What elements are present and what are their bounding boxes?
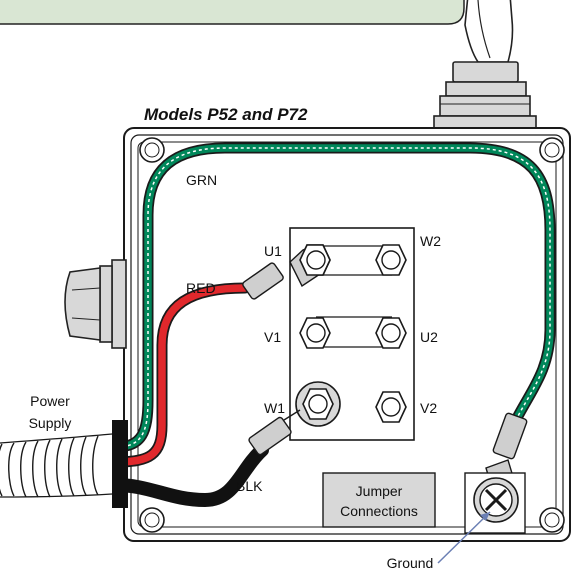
- ground-screw-icon: [464, 472, 526, 534]
- corner-screw-icon: [539, 137, 565, 163]
- side-cable-gland: [64, 259, 127, 349]
- jumper-line1: Jumper: [356, 483, 403, 499]
- top-cable-gland: [433, 0, 537, 129]
- terminal-nut-v1: [299, 317, 331, 349]
- label-w1: W1: [264, 400, 285, 416]
- ground-arrow-head: [480, 512, 490, 521]
- ring-terminal-red: [242, 244, 331, 300]
- power-supply-line1: Power: [30, 393, 70, 409]
- corner-screw-icon: [139, 137, 165, 163]
- ground-arrow: [437, 511, 491, 564]
- green-wire: [110, 142, 556, 453]
- callout-panel: [0, 0, 465, 25]
- terminal-nut-u2: [375, 317, 407, 349]
- label-u2: U2: [420, 329, 438, 345]
- label-blk: BLK: [236, 478, 263, 494]
- label-v2: V2: [420, 400, 437, 416]
- terminal-nut-v2: [375, 391, 407, 423]
- power-supply-line2: Supply: [29, 415, 72, 431]
- jumper-connections-box: [322, 472, 436, 528]
- label-w2: W2: [420, 233, 441, 249]
- ground-label: Ground: [387, 555, 434, 571]
- jumper-links: [316, 245, 392, 348]
- corner-screw-icon: [539, 507, 565, 533]
- jumper-line2: Connections: [340, 503, 418, 519]
- red-wire: [110, 282, 251, 468]
- flexible-conduit: [0, 433, 113, 498]
- label-grn: GRN: [186, 172, 217, 188]
- label-red: RED: [186, 280, 216, 296]
- terminal-nut-w2: [375, 244, 407, 276]
- corner-screw-icon: [139, 507, 165, 533]
- cable-clamp-plate: [112, 420, 128, 508]
- label-u1: U1: [264, 243, 282, 259]
- diagram-title: Models P52 and P72: [144, 105, 308, 124]
- terminal-nut-w1: [295, 381, 341, 427]
- label-v1: V1: [264, 329, 281, 345]
- ring-terminal-black: [248, 409, 301, 456]
- black-wire: [109, 443, 269, 508]
